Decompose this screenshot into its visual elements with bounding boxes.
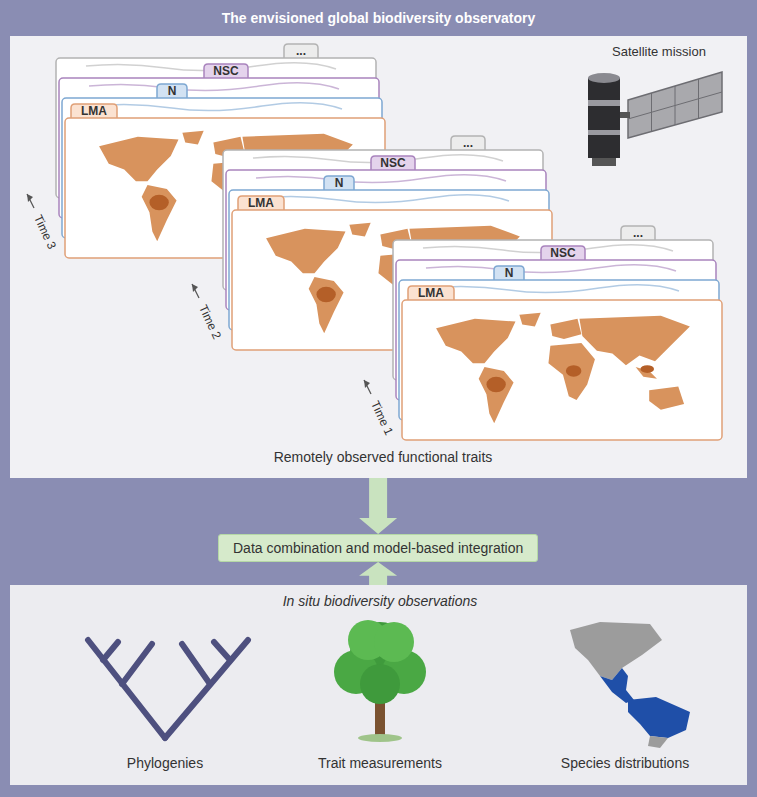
map-trace [429, 285, 679, 293]
trait-map-stack [393, 226, 722, 440]
card-tab [238, 196, 284, 211]
card-tab [451, 136, 485, 151]
time-arrow [27, 194, 34, 208]
map-trace [259, 195, 509, 203]
process-text: Data combination and model-based integra… [233, 540, 523, 556]
map-trace [89, 83, 339, 91]
card-tab [324, 176, 354, 191]
icon-caption: Species distributions [561, 755, 689, 771]
map-trace [256, 175, 506, 183]
map-trace [426, 265, 676, 273]
card-tab [494, 266, 524, 281]
trait-tab-label: N [168, 84, 177, 98]
trait-tab-label: NSC [213, 64, 238, 78]
map-trace [92, 103, 342, 111]
time-arrow [364, 380, 371, 394]
trait-tab-label: ... [296, 44, 306, 58]
flow-arrow [359, 478, 397, 534]
card-tab [541, 246, 585, 261]
card-tab [284, 44, 318, 59]
process-box: Data combination and model-based integra… [218, 534, 538, 562]
time-arrow-head [27, 194, 33, 202]
trait-tab-label: ... [463, 136, 473, 150]
map-card [402, 300, 722, 440]
time-label: Time 3 [31, 213, 59, 252]
time-arrow [192, 284, 199, 298]
card-tab [204, 64, 248, 79]
title-text: The envisioned global biodiversity obser… [0, 0, 757, 36]
trait-tab-label: N [505, 266, 514, 280]
panel-caption: Remotely observed functional traits [274, 449, 493, 465]
time-arrow-head [192, 284, 198, 292]
card-tab [71, 104, 117, 119]
trait-tab-label: LMA [248, 196, 274, 210]
time-label: Time 2 [196, 303, 224, 342]
card-tab [621, 226, 655, 241]
panel-heading: In situ biodiversity observations [283, 593, 478, 609]
trait-tab-label: NSC [380, 156, 405, 170]
phylogeny-icon [88, 640, 248, 738]
tree-icon [334, 620, 426, 742]
time-label: Time 1 [368, 399, 396, 438]
icon-caption: Phylogenies [127, 755, 203, 771]
trait-tab-label: LMA [418, 286, 444, 300]
trait-map [436, 313, 690, 423]
time-arrow-head [364, 380, 370, 388]
satellite-illustration [588, 72, 722, 166]
flow-arrow [359, 562, 397, 585]
distribution-map-icon [570, 622, 690, 748]
card-tab [157, 84, 187, 99]
observation-panel: Satellite mission... NSC N LMA Time 3... NSC N… [10, 36, 747, 478]
trait-tab-label: NSC [550, 246, 575, 260]
observation-panel: In situ biodiversity observationsPhyloge… [10, 585, 747, 785]
card-tab [408, 286, 454, 301]
trait-tab-label: ... [633, 226, 643, 240]
trait-tab-label: LMA [81, 104, 107, 118]
trait-tab-label: N [335, 176, 344, 190]
card-tab [371, 156, 415, 171]
satellite-label: Satellite mission [612, 44, 706, 59]
icon-caption: Trait measurements [318, 755, 442, 771]
